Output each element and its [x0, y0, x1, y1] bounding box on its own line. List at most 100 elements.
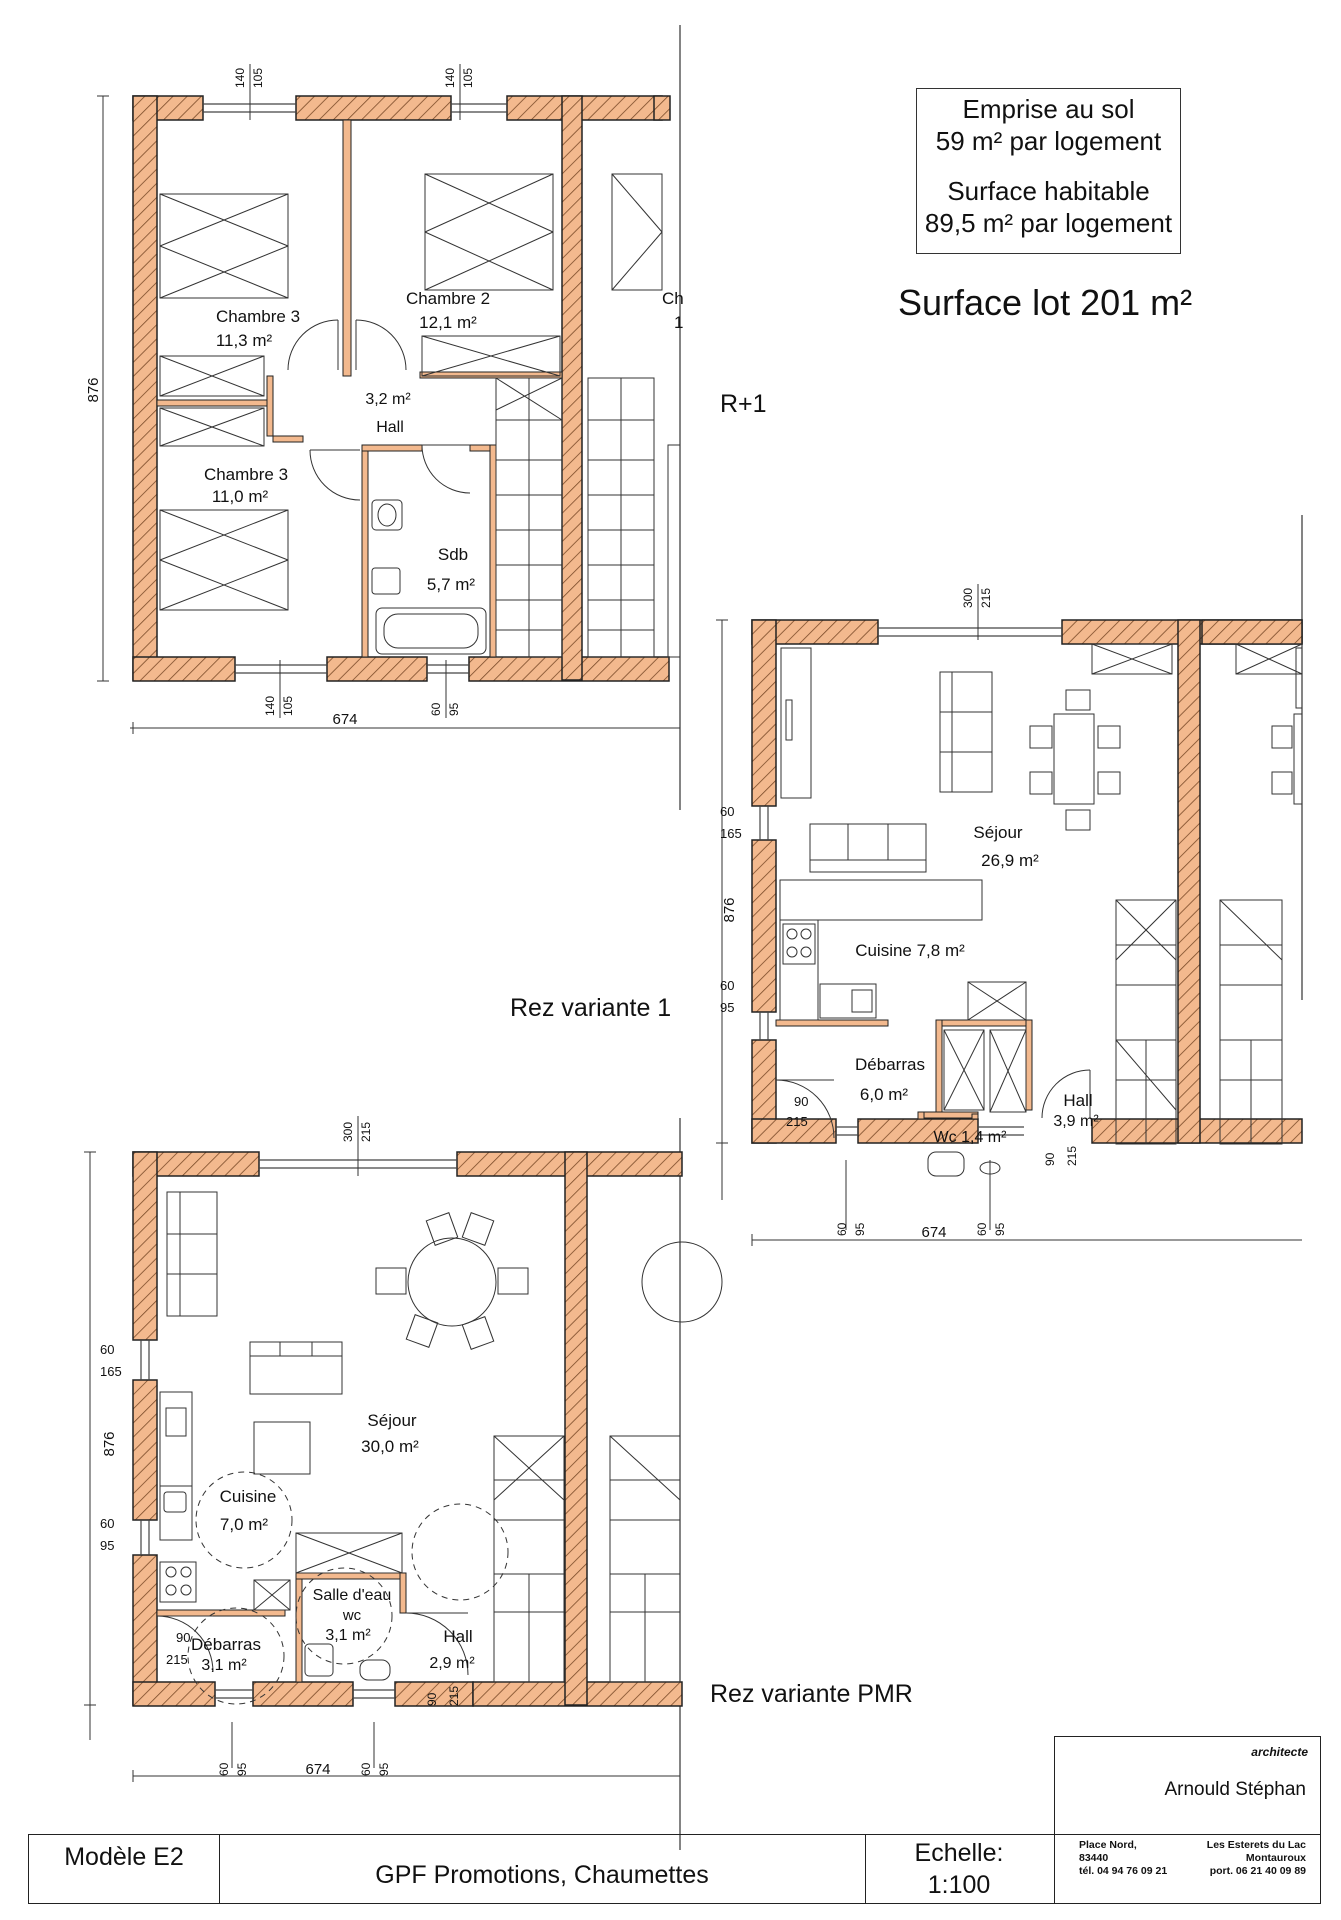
room-area: 26,9 m² [981, 851, 1039, 870]
dimension-label: 215 [447, 1686, 461, 1706]
dimension-label: 60 [100, 1516, 114, 1531]
dimension-label: 215 [979, 588, 993, 608]
room-area: 3,2 m² [365, 391, 411, 408]
room-area: 3,9 m² [1053, 1113, 1099, 1130]
room-label: Séjour [973, 823, 1022, 842]
room-area: 7,0 m² [220, 1515, 269, 1534]
dims-r1: 876 674 140 105 140 105 140 105 60 95 [85, 68, 475, 728]
dimension-label: 60 [100, 1342, 114, 1357]
room-label: Chambre 3 [204, 465, 288, 484]
room-area: 30,0 m² [361, 1437, 419, 1456]
dimension-label: 95 [993, 1222, 1007, 1236]
dimension-label: 215 [166, 1652, 188, 1667]
room-label: Sdb [438, 545, 468, 564]
dimension-label: 95 [377, 1762, 391, 1776]
dimension-label: 300 [961, 588, 975, 608]
surface-label: Surface habitable [947, 176, 1150, 206]
dimension-label: 140 [263, 696, 277, 716]
address-line: 83440 [1079, 1852, 1109, 1864]
architect-block: architecte Arnould Stéphan Place Nord, 8… [1054, 1736, 1321, 1904]
room-labels-pmr: Séjour 30,0 m² Cuisine 7,0 m² Salle d'ea… [191, 1411, 475, 1674]
dimension-label: 60 [217, 1762, 231, 1776]
architect-name: Arnould Stéphan [1164, 1779, 1306, 1800]
plan-r1 [97, 64, 681, 734]
dimension-label: 215 [359, 1122, 373, 1142]
lot-surface: Surface lot 201 m² [898, 282, 1193, 323]
spacer [917, 157, 1180, 175]
project-name: GPF Promotions, Chaumettes [375, 1861, 709, 1889]
room-label: Salle d'eau [313, 1587, 392, 1604]
room-area: 3,1 m² [201, 1657, 247, 1674]
room-label: Séjour [367, 1411, 416, 1430]
room-label: Débarras [855, 1055, 925, 1074]
dimension-label: 90 [425, 1692, 439, 1706]
dims-v1: 876 674 300 215 60 165 60 95 90 215 90 2… [720, 588, 1079, 1241]
phone-line: port. 06 21 40 09 89 [1209, 1865, 1306, 1877]
dimension-label: 95 [447, 702, 461, 716]
phone-line: tél. 04 94 76 09 21 [1079, 1865, 1168, 1877]
dimension-label: 60 [975, 1222, 989, 1236]
room-area: 5,7 m² [427, 575, 476, 594]
plan-rez-variante-1 [716, 584, 1303, 1246]
address-line: Place Nord, [1079, 1839, 1137, 1851]
dimension-depth: 876 [85, 377, 102, 402]
dimension-label: 60 [429, 702, 443, 716]
dimension-label: 60 [359, 1762, 373, 1776]
room-label: Chambre 3 [216, 307, 300, 326]
dimension-label: 95 [853, 1222, 867, 1236]
scale-label: Echelle: [914, 1839, 1004, 1867]
model-cell: Modèle E2 [29, 1835, 220, 1903]
level-label-r1: R+1 [720, 390, 767, 418]
dimension-width: 674 [921, 1224, 946, 1241]
room-label: Hall [443, 1627, 472, 1646]
dimension-label: 90 [1043, 1152, 1057, 1166]
room-area: 11,0 m² [212, 487, 269, 506]
scale-value: 1:100 [927, 1871, 991, 1899]
dimension-label: 60 [720, 804, 734, 819]
dimension-label: 300 [341, 1122, 355, 1142]
room-label: Chambre 2 [406, 289, 490, 308]
surface-value: 89,5 m² par logement [924, 208, 1173, 238]
dimension-label: 90 [176, 1630, 190, 1645]
scale-cell: Echelle: 1:100 [865, 1835, 1053, 1903]
dimension-label: 215 [1065, 1146, 1079, 1166]
room-label: Hall [376, 419, 404, 436]
emprise-value: 59 m² par logement [935, 126, 1162, 156]
dimension-label: 105 [461, 68, 475, 88]
dimension-depth: 876 [721, 897, 738, 922]
room-label: Cuisine [220, 1487, 277, 1506]
room-label: Hall [1063, 1091, 1092, 1110]
dimension-label: 60 [720, 978, 734, 993]
room-label: Débarras [191, 1635, 261, 1654]
architect-role: architecte [1251, 1745, 1308, 1759]
dimension-depth: 876 [101, 1431, 118, 1456]
dimension-width: 674 [332, 711, 357, 728]
dimension-label: 165 [720, 826, 742, 841]
address-line: Les Esterets du Lac [1206, 1839, 1306, 1851]
title-block: Modèle E2 GPF Promotions, Chaumettes Ech… [28, 1834, 1321, 1904]
room-area: 12,1 m² [419, 313, 477, 332]
dimension-label: 165 [100, 1364, 122, 1379]
room-labels-v1: Séjour 26,9 m² Cuisine 7,8 m² Débarras 6… [855, 823, 1099, 1146]
dimension-label: 140 [233, 68, 247, 88]
dimension-label: 105 [281, 696, 295, 716]
room-area-cut: 1 [674, 313, 683, 332]
model-name: Modèle E2 [64, 1843, 184, 1871]
architect-address: Place Nord, 83440 tél. 04 94 76 09 21 [1079, 1839, 1167, 1878]
room-label: wc [342, 1607, 362, 1624]
room-area: 11,3 m² [216, 331, 273, 350]
room-area: 3,1 m² [325, 1627, 371, 1644]
room-label: Cuisine 7,8 m² [855, 941, 965, 960]
level-label-rez-variante-1: Rez variante 1 [510, 994, 672, 1022]
room-label: Wc 1,4 m² [934, 1129, 1008, 1146]
dimension-width: 674 [305, 1761, 330, 1778]
address-line: Montauroux [1245, 1852, 1306, 1864]
room-label-cut: Ch [662, 289, 684, 308]
dimension-label: 60 [835, 1222, 849, 1236]
dimension-label: 215 [786, 1114, 808, 1129]
plan-rez-variante-pmr [84, 1116, 723, 1782]
project-cell: GPF Promotions, Chaumettes [219, 1835, 866, 1903]
dimension-label: 95 [100, 1538, 114, 1553]
dimension-label: 95 [235, 1762, 249, 1776]
